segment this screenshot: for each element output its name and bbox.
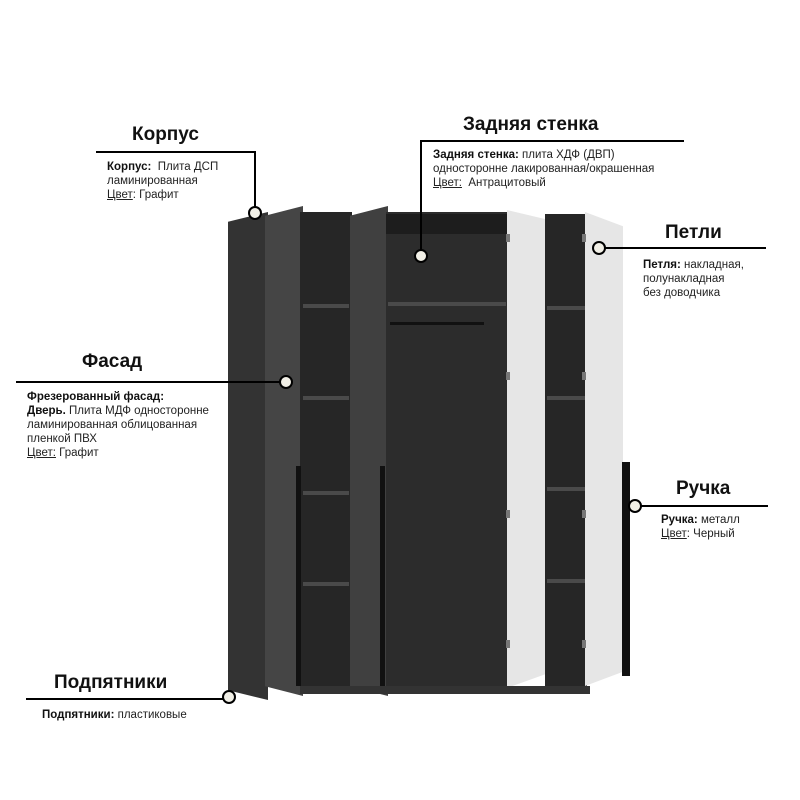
fourth-door — [585, 212, 623, 686]
right-compartment — [545, 214, 587, 686]
hinge — [582, 510, 586, 518]
shelf — [303, 396, 349, 400]
leader-line — [420, 140, 684, 142]
hinges-title: Петли — [665, 222, 722, 243]
handle-title: Ручка — [676, 478, 731, 499]
plinth — [300, 686, 590, 694]
wardrobe-side-panel — [228, 212, 268, 700]
feet-description: Подпятники: пластиковые — [42, 709, 187, 721]
facade-title: Фасад — [82, 351, 143, 372]
korpus-title: Корпус — [132, 124, 199, 145]
leader-line — [636, 505, 768, 507]
hinge — [506, 640, 510, 648]
door-handle — [296, 466, 301, 686]
shelf — [303, 491, 349, 495]
facade-description: Фрезерованный фасад:Дверь. Плита МДФ одн… — [27, 391, 209, 459]
shelf — [303, 582, 349, 586]
third-door — [507, 210, 547, 688]
hinge — [582, 372, 586, 380]
feet-title: Подпятники — [54, 672, 168, 693]
hanging-compartment — [386, 212, 508, 690]
top-panel-shadow — [386, 214, 508, 234]
back-title: Задняя стенка — [463, 114, 599, 135]
left-compartment — [300, 212, 352, 690]
shelf — [547, 306, 585, 310]
leader-line — [26, 698, 230, 700]
shelf — [547, 487, 585, 491]
hinge — [582, 234, 586, 242]
callout-dot — [592, 241, 606, 255]
shelf — [547, 579, 585, 583]
hinge — [506, 234, 510, 242]
door-handle — [622, 462, 630, 676]
leader-line — [16, 381, 286, 383]
callout-dot — [248, 206, 262, 220]
leader-line — [600, 247, 766, 249]
leader-line — [96, 151, 256, 153]
callout-dot — [222, 690, 236, 704]
hinge — [506, 372, 510, 380]
hinge — [506, 510, 510, 518]
door-handle — [380, 466, 385, 686]
callout-dot — [628, 499, 642, 513]
hanging-rod — [390, 322, 484, 325]
hinge — [582, 640, 586, 648]
leader-line — [420, 140, 422, 252]
shelf — [388, 302, 506, 306]
back-description: Задняя стенка: плита ХДФ (ДВП)односторон… — [433, 149, 655, 189]
shelf — [547, 396, 585, 400]
callout-dot — [279, 375, 293, 389]
leader-line — [254, 151, 256, 209]
callout-dot — [414, 249, 428, 263]
shelf — [303, 304, 349, 308]
